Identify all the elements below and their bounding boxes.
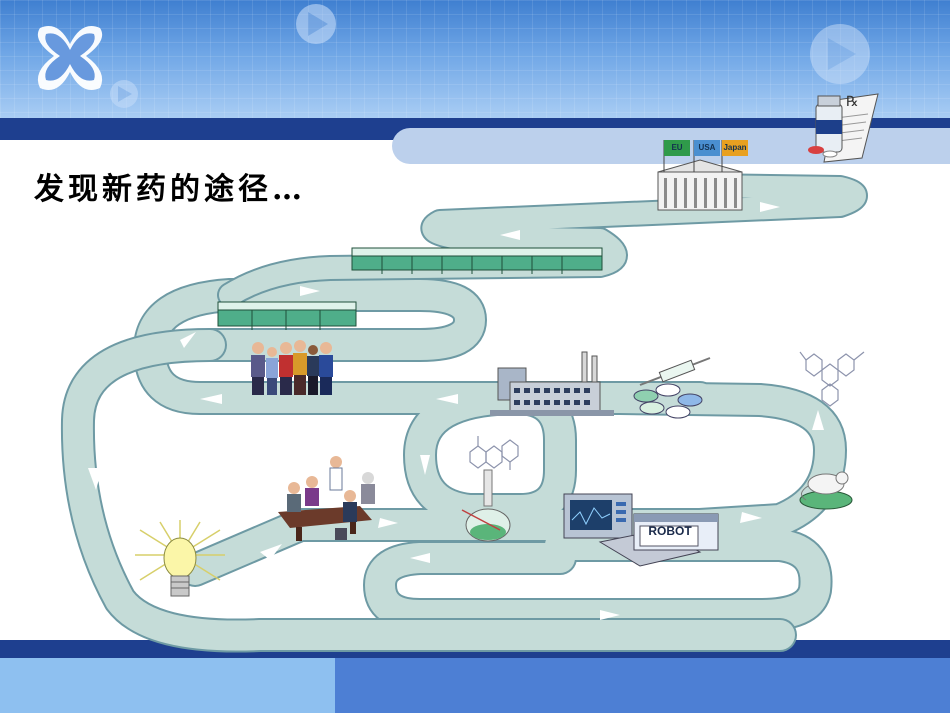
- rx-symbol: ℞: [846, 94, 859, 110]
- hospital-beds-icon: [351, 247, 603, 274]
- slide-title: 发现新药的途径…: [34, 172, 306, 207]
- play-icon: [296, 4, 336, 44]
- government-building-icon: [657, 159, 743, 211]
- play-icon: [810, 24, 870, 84]
- molecule-icon: [799, 351, 865, 407]
- flask-icon: [461, 469, 511, 542]
- meeting-table-icon: [278, 456, 375, 541]
- pills-icon: [633, 383, 703, 419]
- road-arrows: [88, 202, 824, 620]
- footer-right-block: [335, 658, 950, 713]
- molecule-icon: [469, 436, 519, 470]
- robot-icon: [598, 513, 719, 567]
- header-banner: [0, 0, 950, 118]
- syringe-icon: [639, 357, 711, 386]
- people-group-icon: [251, 340, 333, 395]
- mouse-icon: [799, 471, 853, 510]
- flag-label-eu: EU: [671, 143, 683, 152]
- robot-label: ROBOT: [648, 524, 692, 538]
- play-icon: [110, 80, 138, 108]
- hospital-beds-icon: [217, 301, 357, 330]
- header-grid: [0, 0, 950, 118]
- x-logo-icon: [37, 26, 103, 90]
- flag-label-usa: USA: [698, 143, 716, 152]
- footer-left-block: [0, 658, 335, 713]
- factory-icon: [490, 351, 614, 416]
- lightbulb-icon: [135, 520, 225, 597]
- medicine-bottle-icon: [808, 95, 843, 158]
- flags-icon: [663, 140, 748, 172]
- flag-label-japan: Japan: [723, 143, 747, 152]
- computer-icon: [563, 493, 633, 539]
